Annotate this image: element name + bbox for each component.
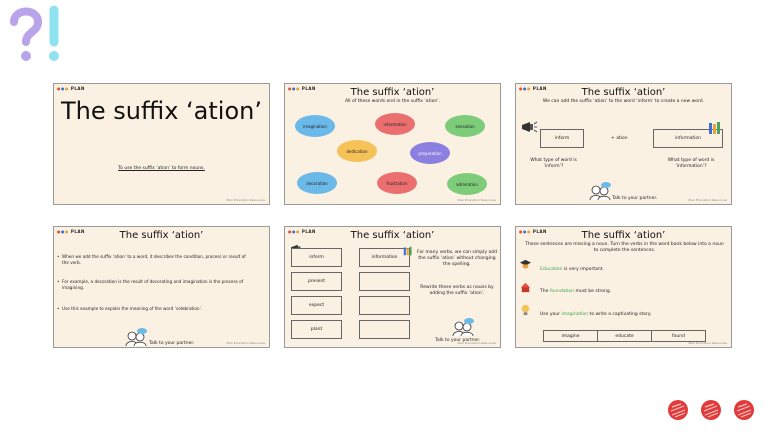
note-instruction: Rewrite these verbs as nouns by adding t… [420, 285, 494, 296]
credit: Plan Education Resources [457, 198, 496, 202]
verb-box: inform [291, 248, 342, 267]
suffix-label: + ation [611, 136, 628, 141]
cloud-word: sensation [445, 115, 485, 137]
word-bank-item: educate [597, 330, 652, 342]
logo: ●●● PLAN [519, 229, 547, 234]
word-box-base: inform [540, 129, 584, 148]
slide-thumbnail-3[interactable]: ●●● PLAN The suffix ‘ation’ We can add t… [515, 83, 732, 205]
scribble-dot-icon [734, 400, 754, 420]
word-bank-item: imagine [543, 330, 598, 342]
noun-box: information [359, 248, 410, 267]
credit: Plan Education Resources [688, 341, 727, 345]
word-box-result: information [653, 129, 723, 148]
learning-objective: To use the suffix ‘ation’ to form nouns. [118, 166, 205, 171]
slide-thumbnail-1[interactable]: ●●● PLAN The suffix ‘ation’ To use the s… [53, 83, 270, 205]
slide-thumbnail-4[interactable]: ●●● PLAN The suffix ‘ation’ When we add … [53, 226, 270, 348]
books-icon [403, 246, 412, 256]
slide-title: The suffix ‘ation’ [119, 230, 204, 241]
slide-instruction: These sentences are missing a noun. Turn… [525, 242, 724, 253]
logo: ●●● PLAN [288, 229, 316, 234]
question-left: What type of word is ‘inform’? [530, 158, 577, 169]
slide-subtitle: All of these words end in the suffix ‘at… [344, 99, 441, 104]
logo: ●●● PLAN [57, 86, 85, 91]
cloud-word: preparation [410, 142, 450, 164]
note-spelling: For many verbs, we can simply add the su… [417, 250, 497, 267]
cloud-word: admiration [447, 173, 487, 195]
cloud-word: decoration [297, 172, 337, 194]
talking-people-icon [589, 182, 611, 200]
talking-people-icon [452, 318, 474, 336]
megaphone-icon [522, 121, 538, 133]
cloud-word: information [375, 113, 415, 135]
cloud-word: frustration [377, 172, 417, 194]
slide-title: The suffix ‘ation’ [581, 87, 666, 98]
question-exclamation-icon [10, 5, 59, 61]
sentence: Education is very important. [540, 267, 604, 272]
question-right: What type of word is ‘information’? [667, 158, 715, 169]
slide-subtitle: We can add the suffix ‘ation’ to the wor… [542, 99, 705, 104]
scribble-dot-icon [668, 400, 688, 420]
talk-prompt: Talk to your partner. [435, 338, 481, 343]
lightbulb-icon [521, 304, 530, 316]
credit: Plan Education Resources [226, 341, 265, 345]
logo: ●●● PLAN [57, 229, 85, 234]
logo: ●●● PLAN [288, 86, 316, 91]
slide-title: The suffix ‘ation’ [61, 97, 262, 125]
books-icon [709, 122, 720, 134]
sentence: Use your imagination to write a captivat… [540, 312, 652, 317]
slide-title: The suffix ‘ation’ [350, 87, 435, 98]
noun-box [359, 320, 410, 339]
credit: Plan Education Resources [457, 341, 496, 345]
bullet-point: When we add the suffix ‘ation’ to a word… [57, 254, 252, 266]
scribble-dot-icon [701, 400, 721, 420]
house-foundation-icon [520, 282, 531, 293]
logo: ●●● PLAN [519, 86, 547, 91]
word-bank-item: found [651, 330, 706, 342]
talk-prompt: Talk to your partner. [612, 196, 658, 201]
graduation-cap-icon [519, 259, 532, 269]
bullet-point: Use this example to explain the meaning … [57, 306, 252, 312]
slide-title: The suffix ‘ation’ [350, 230, 435, 241]
verb-box: expect [291, 296, 342, 315]
noun-box [359, 272, 410, 291]
slide-title: The suffix ‘ation’ [581, 230, 666, 241]
slide-thumbnail-6[interactable]: ●●● PLAN The suffix ‘ation’ These senten… [515, 226, 732, 348]
bullet-point: For example, a decoration is the result … [57, 279, 252, 291]
credit: Plan Education Resources [688, 198, 727, 202]
talking-people-icon [125, 328, 147, 346]
slide-thumbnail-5[interactable]: ●●● PLAN The suffix ‘ation’ inform prese… [284, 226, 501, 348]
verb-box: present [291, 272, 342, 291]
talk-prompt: Talk to your partner. [149, 341, 195, 346]
noun-box [359, 296, 410, 315]
slide-thumbnail-2[interactable]: ●●● PLAN The suffix ‘ation’ All of these… [284, 83, 501, 205]
sentence: The foundation must be strong. [540, 289, 612, 294]
credit: Plan Education Resources [226, 198, 265, 202]
cloud-word: imagination [295, 115, 335, 137]
verb-box: plant [291, 320, 342, 339]
cloud-word: dedication [337, 140, 377, 162]
